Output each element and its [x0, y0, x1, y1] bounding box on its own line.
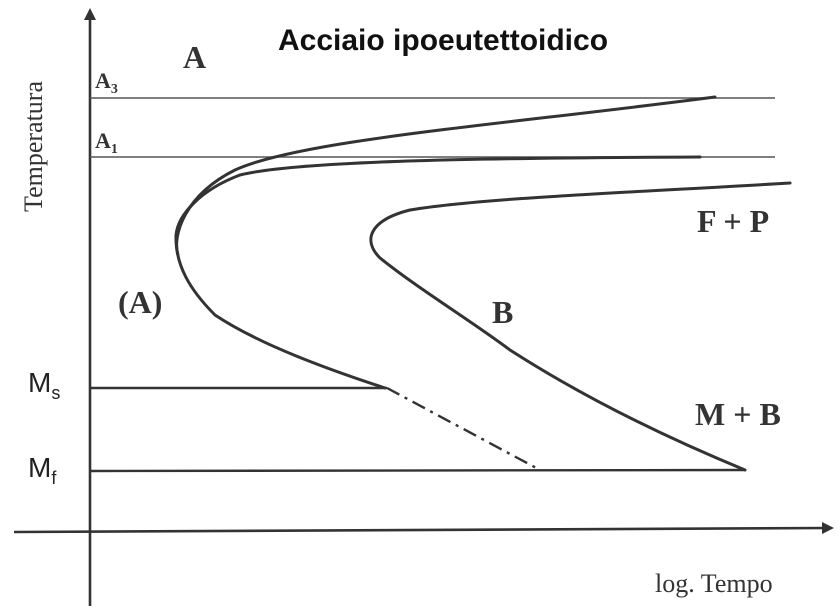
a3-label: A3 — [95, 68, 118, 97]
transformation-start-curve — [174, 155, 702, 390]
transformation-start-upper-curve — [175, 95, 717, 257]
mf-label: Mf — [28, 452, 57, 488]
region-bainite-label: B — [492, 294, 513, 330]
transformation-end-curve — [369, 181, 792, 472]
x-axis — [13, 522, 834, 535]
y-axis-label: Temperatura — [19, 81, 48, 212]
ms-label: Ms — [28, 367, 60, 403]
a1-label: A1 — [95, 128, 118, 157]
mf-line — [89, 468, 746, 473]
region-ferrite-pearlite-label: F + P — [697, 203, 769, 239]
region-martensite-bainite-label: M + B — [695, 396, 781, 432]
region-austenite-label: A — [183, 39, 206, 75]
dash-dot-extension — [386, 386, 541, 472]
x-axis-label: log. Tempo — [655, 569, 773, 598]
region-metastable-austenite-label: (A) — [118, 284, 162, 320]
diagram-title: Acciaio ipoeutettoidico — [278, 24, 608, 57]
